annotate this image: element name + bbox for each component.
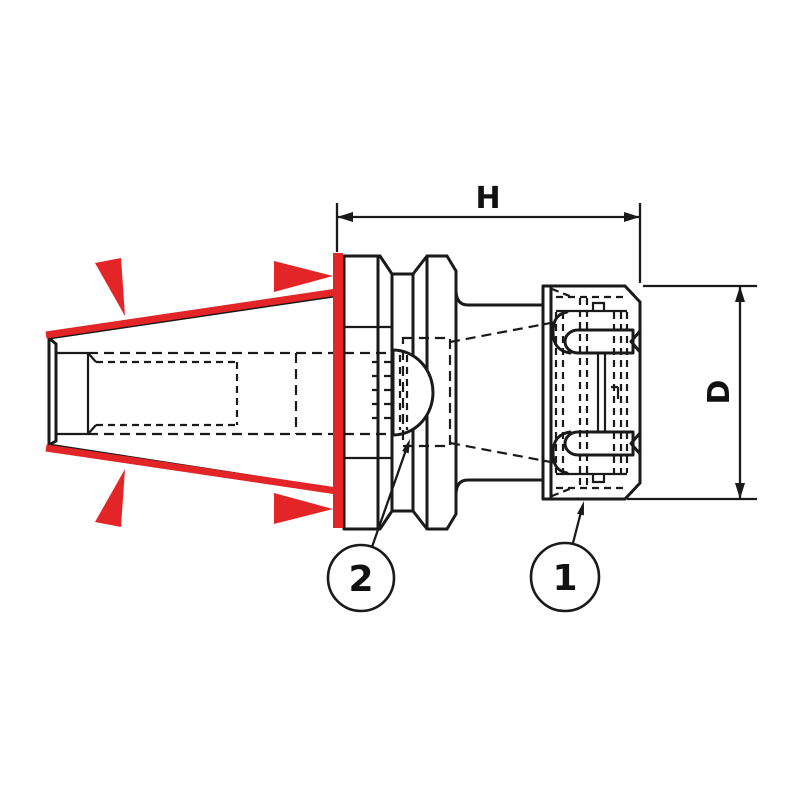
dimension-D-arrow-bottom-icon [735,483,745,499]
callout-1-circle [529,541,601,613]
taper-lower-face-highlight [45,444,338,495]
dimension-D-extension-lines [627,284,757,501]
dome-hidden-lines [398,355,409,430]
taper-arrow-bottom-left-icon [95,469,125,527]
nut-hidden-lines-vertical [554,298,629,487]
flange-neck [454,288,545,497]
shank-end-bore [56,351,97,436]
flange [342,254,557,531]
dimension-H-arrow-left-icon [337,212,353,222]
dimension-D: D [627,284,757,501]
collet-groove-arcs [551,310,572,475]
taper-arrow-top-left-icon [95,258,125,316]
hidden-collet-cone [449,320,557,465]
flange-cavity-lines [344,325,392,460]
taper-arrow-top-right-icon [274,261,333,292]
callout-2-circle [326,543,396,613]
callout-2-number: 2 [348,559,373,600]
nut-hidden-lines-horizontal [551,287,623,498]
callout-1-leader [571,511,583,544]
taper-upper-face-highlight [45,288,338,339]
callout-1-arrow-icon [577,501,584,516]
shank-hidden-bore-inner [96,360,239,427]
flange-gauge-face-highlight [333,253,343,528]
callout-2-leader [370,446,409,548]
dimension-H-arrow-right-icon [624,212,640,222]
dimension-D-label: D [702,380,737,405]
callout-1-number: 1 [552,558,577,599]
contact-face-highlights [45,253,343,528]
callout-flange: 2 [326,439,410,613]
dimension-H-label: H [475,181,500,216]
nut-face-lines [556,301,627,484]
dimension-H: H [335,181,642,283]
nut-slot-top [563,328,642,355]
callout-2-arrow-icon [402,439,410,454]
thread-hidden-lines [372,360,396,420]
taper-arrow-bottom-right-icon [274,493,333,524]
shank-hidden-bore-outer [88,351,390,436]
collet-tip-lines [596,353,620,431]
nut-outline [541,284,642,501]
nut-slot-bottom [563,430,642,457]
callout-nut: 1 [529,501,601,613]
dimension-D-arrow-top-icon [735,286,745,302]
collet-nut [541,284,642,501]
